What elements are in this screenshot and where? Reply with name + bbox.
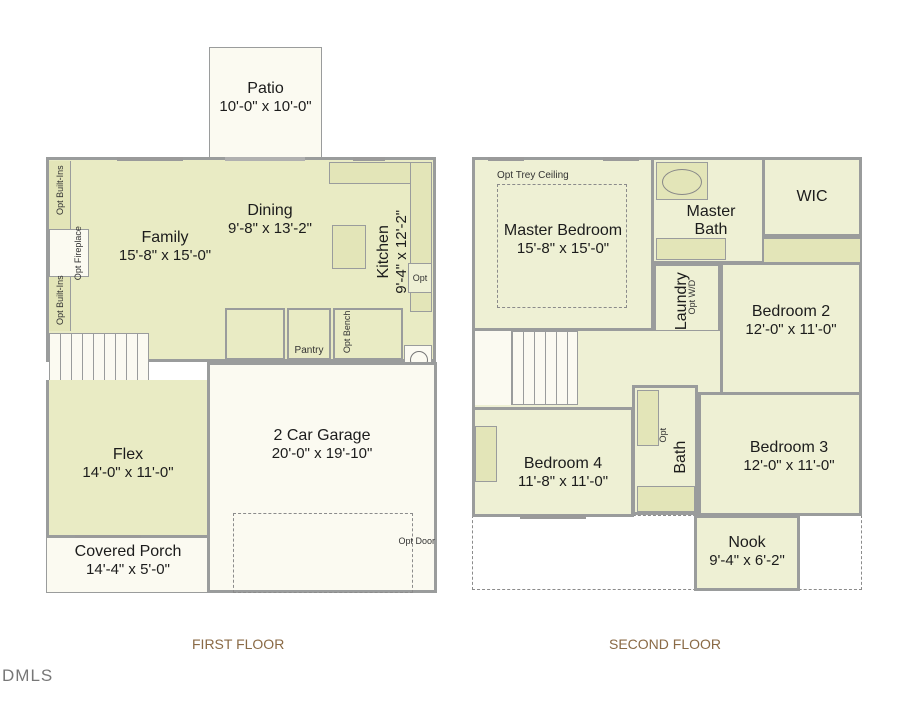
second-floor-caption: SECOND FLOOR: [609, 636, 722, 652]
dining-dims: 9'-8" x 13'-2": [228, 220, 312, 238]
stairs-upper: [512, 331, 578, 405]
garage-door-outline: [233, 513, 413, 593]
bedroom4-dims: 11'-8" x 11'-0": [517, 473, 609, 491]
garage-opt-door-note: Opt Door: [398, 536, 435, 546]
flex-dims: 14'-0" x 11'-0": [82, 464, 174, 482]
patio-dims: 10'-0" x 10'-0": [219, 98, 312, 116]
master-bedroom: Opt Trey Ceiling Master Bedroom 15'-8" x…: [472, 157, 654, 331]
bedroom-3: Bedroom 3 12'-0" x 11'-0": [698, 392, 862, 516]
bedroom2-name: Bedroom 2: [751, 303, 831, 320]
linen-closet: [762, 237, 862, 264]
window: [603, 157, 639, 161]
flex: Flex 14'-0" x 11'-0": [46, 380, 210, 538]
vanity: [656, 238, 726, 260]
builtins-strip-top: Opt Built-Ins: [49, 161, 71, 229]
kitchen-island: [332, 225, 366, 269]
master-bedroom-dims: 15'-8" x 15'-0": [516, 240, 610, 258]
nook-dims: 9'-4" x 6'-2": [709, 552, 785, 570]
nook: Nook 9'-4" x 6'-2": [694, 515, 800, 591]
hall-bath-opt-note: Opt: [657, 427, 668, 443]
hall-vanity: [637, 390, 659, 446]
patio-name: Patio: [247, 80, 284, 97]
bedroom-4: Bedroom 4 11'-8" x 11'-0": [472, 407, 634, 517]
master-bath-name: Master Bath: [686, 203, 736, 239]
hall-tub: [637, 486, 695, 512]
kitchen-name: Kitchen: [375, 225, 393, 279]
window: [520, 515, 586, 519]
stairs: [49, 333, 149, 381]
dining-name: Dining: [247, 202, 293, 219]
covered-porch: Covered Porch 14'-4" x 5'-0": [46, 538, 210, 593]
watermark: DMLS: [2, 666, 54, 685]
fireplace-note: Opt Fireplace: [72, 226, 83, 281]
window: [117, 157, 183, 161]
hall-bath: Opt Bath: [632, 385, 698, 515]
garage: 2 Car Garage 20'-0" x 19'-10" Opt Door: [207, 362, 437, 593]
stair-landing: [475, 331, 512, 405]
bedroom3-name: Bedroom 3: [749, 439, 829, 456]
nook-name: Nook: [728, 534, 766, 551]
wic-name: WIC: [796, 188, 828, 205]
dining-label: Dining 9'-8" x 13'-2": [215, 202, 325, 238]
kitchen-opt-box: Opt: [408, 263, 432, 293]
tub: [656, 162, 708, 200]
porch-name: Covered Porch: [74, 543, 182, 560]
family-label: Family 15'-8" x 15'-0": [100, 229, 230, 265]
pantry: Pantry: [287, 308, 331, 360]
family-name: Family: [141, 229, 189, 246]
window: [353, 157, 385, 161]
powder-room: [225, 308, 285, 360]
garage-name: 2 Car Garage: [273, 427, 371, 444]
builtins-strip-bottom: Opt Built-Ins: [49, 275, 71, 331]
bench-note: Opt Bench: [341, 310, 352, 354]
wic: WIC: [762, 157, 862, 237]
bench-area: Opt Bench: [333, 308, 403, 360]
porch-dims: 14'-4" x 5'-0": [86, 561, 170, 579]
window: [225, 157, 305, 161]
kitchen-label: Kitchen 9'-4" x 12'-2": [375, 197, 411, 307]
patio: Patio 10'-0" x 10'-0": [209, 47, 322, 160]
bedroom2-dims: 12'-0" x 11'-0": [745, 321, 837, 339]
first-floor-caption: FIRST FLOOR: [192, 636, 285, 652]
garage-dims: 20'-0" x 19'-10": [271, 445, 373, 463]
trey-ceiling-note: Opt Trey Ceiling: [497, 170, 569, 181]
fireplace-area: Opt Fireplace: [49, 226, 89, 280]
roof-outline: [472, 515, 862, 590]
master-bath: Master Bath: [651, 157, 765, 264]
bedroom-2: Bedroom 2 12'-0" x 11'-0": [720, 262, 862, 396]
window: [75, 535, 141, 539]
bedroom4-closet: [475, 426, 497, 482]
bedroom3-dims: 12'-0" x 11'-0": [743, 457, 835, 475]
family-dims: 15'-8" x 15'-0": [118, 247, 212, 265]
bedroom4-name: Bedroom 4: [523, 455, 603, 472]
master-bedroom-name: Master Bedroom: [503, 222, 623, 239]
window: [488, 157, 524, 161]
trey-ceiling-outline: [497, 184, 627, 308]
wd-note: Opt W/D: [686, 279, 697, 315]
bath-name: Bath: [671, 440, 689, 474]
flex-name: Flex: [112, 446, 144, 463]
kitchen-opt-note: Opt: [412, 273, 428, 283]
pantry-label: Pantry: [294, 344, 324, 356]
builtins-bottom-note: Opt Built-Ins: [54, 275, 65, 325]
builtins-top-note: Opt Built-Ins: [54, 165, 65, 215]
laundry: Laundry Opt W/D: [654, 264, 720, 332]
kitchen-dims: 9'-4" x 12'-2": [393, 209, 411, 294]
